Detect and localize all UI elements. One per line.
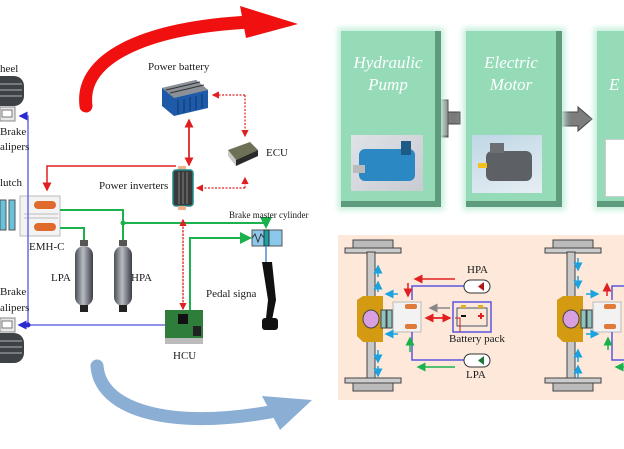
axle-left-icon — [344, 239, 422, 392]
wheel-bottom-icon — [0, 333, 24, 363]
power-inverters-label: Power inverters — [99, 180, 169, 192]
brake-master-cylinder-icon — [251, 229, 283, 262]
third-box-title: E — [609, 75, 620, 94]
panel-lpa-label: LPA — [466, 369, 486, 381]
emh-c-icon — [19, 195, 61, 237]
red-power-lines — [42, 91, 249, 311]
partial-photo — [605, 139, 624, 197]
wheel-label: heel — [0, 63, 19, 75]
power-inverter-icon — [172, 166, 194, 210]
hcu-label: HCU — [173, 350, 197, 362]
hydraulic-pump-box: Hydraulic Pump — [341, 31, 441, 207]
electric-motor-photo — [472, 135, 542, 193]
electric-motor-title-line1: Electric — [484, 53, 538, 72]
flow-arrow-gray-icon — [560, 105, 593, 133]
ecu-label: ECU — [266, 147, 288, 159]
clutch-label: lutch — [0, 177, 22, 189]
hydraulic-circuit-right — [602, 282, 624, 372]
hydraulic-pump-photo — [351, 135, 423, 191]
battery-pack-icon — [452, 301, 492, 333]
panel-hpa-label: HPA — [467, 264, 488, 276]
power-battery-icon — [162, 80, 208, 116]
third-flow-box: E — [597, 31, 624, 207]
cyan-flow-arrows-right — [573, 258, 600, 378]
ecu-icon — [228, 142, 258, 166]
brake-caliper-top-icon — [0, 106, 16, 122]
pedal-signal-label: Pedal signa — [206, 288, 257, 300]
brake-pedal-icon — [262, 262, 278, 330]
emh-c-label: EMH-C — [29, 241, 65, 253]
brake-calipers-top-label-1: Brake — [0, 126, 27, 138]
power-battery-label: Power battery — [148, 61, 210, 73]
brake-master-cylinder-label: Brake master cylinder — [229, 210, 309, 220]
wheel-top-icon — [0, 76, 24, 106]
electric-motor-title-line2: Motor — [489, 75, 533, 94]
hcu-icon — [165, 310, 203, 344]
battery-pack-label: Battery pack — [449, 333, 505, 345]
lpa-accumulator-icon — [463, 353, 491, 368]
hpa-accumulator-icon — [463, 279, 491, 294]
brake-calipers-bottom-label-2: alipers — [0, 302, 30, 314]
lpa-label: LPA — [51, 272, 71, 284]
lpa-tank-icon — [75, 240, 93, 312]
axle-right-icon — [544, 239, 622, 392]
clutch-icon — [0, 199, 16, 231]
brake-calipers-bottom-label-1: Brake — [0, 286, 27, 298]
cyan-flow-arrows-left — [373, 264, 398, 378]
blue-signal-line — [17, 111, 170, 330]
green-hydraulic-lines — [60, 209, 272, 312]
brake-caliper-bottom-icon — [0, 317, 16, 333]
brake-calipers-top-label-2: alipers — [0, 141, 30, 153]
hydraulic-pump-title-line1: Hydraulic — [353, 53, 423, 72]
electric-motor-box: Electric Motor — [466, 31, 562, 207]
red-flow-arrow — [79, 6, 298, 113]
hydraulic-pump-title-line2: Pump — [368, 75, 408, 94]
hpa-label: HPA — [131, 272, 152, 284]
hpa-tank-icon — [114, 240, 132, 312]
hydraulic-circuit-left — [403, 274, 466, 372]
blue-flow-arrow — [90, 359, 312, 430]
